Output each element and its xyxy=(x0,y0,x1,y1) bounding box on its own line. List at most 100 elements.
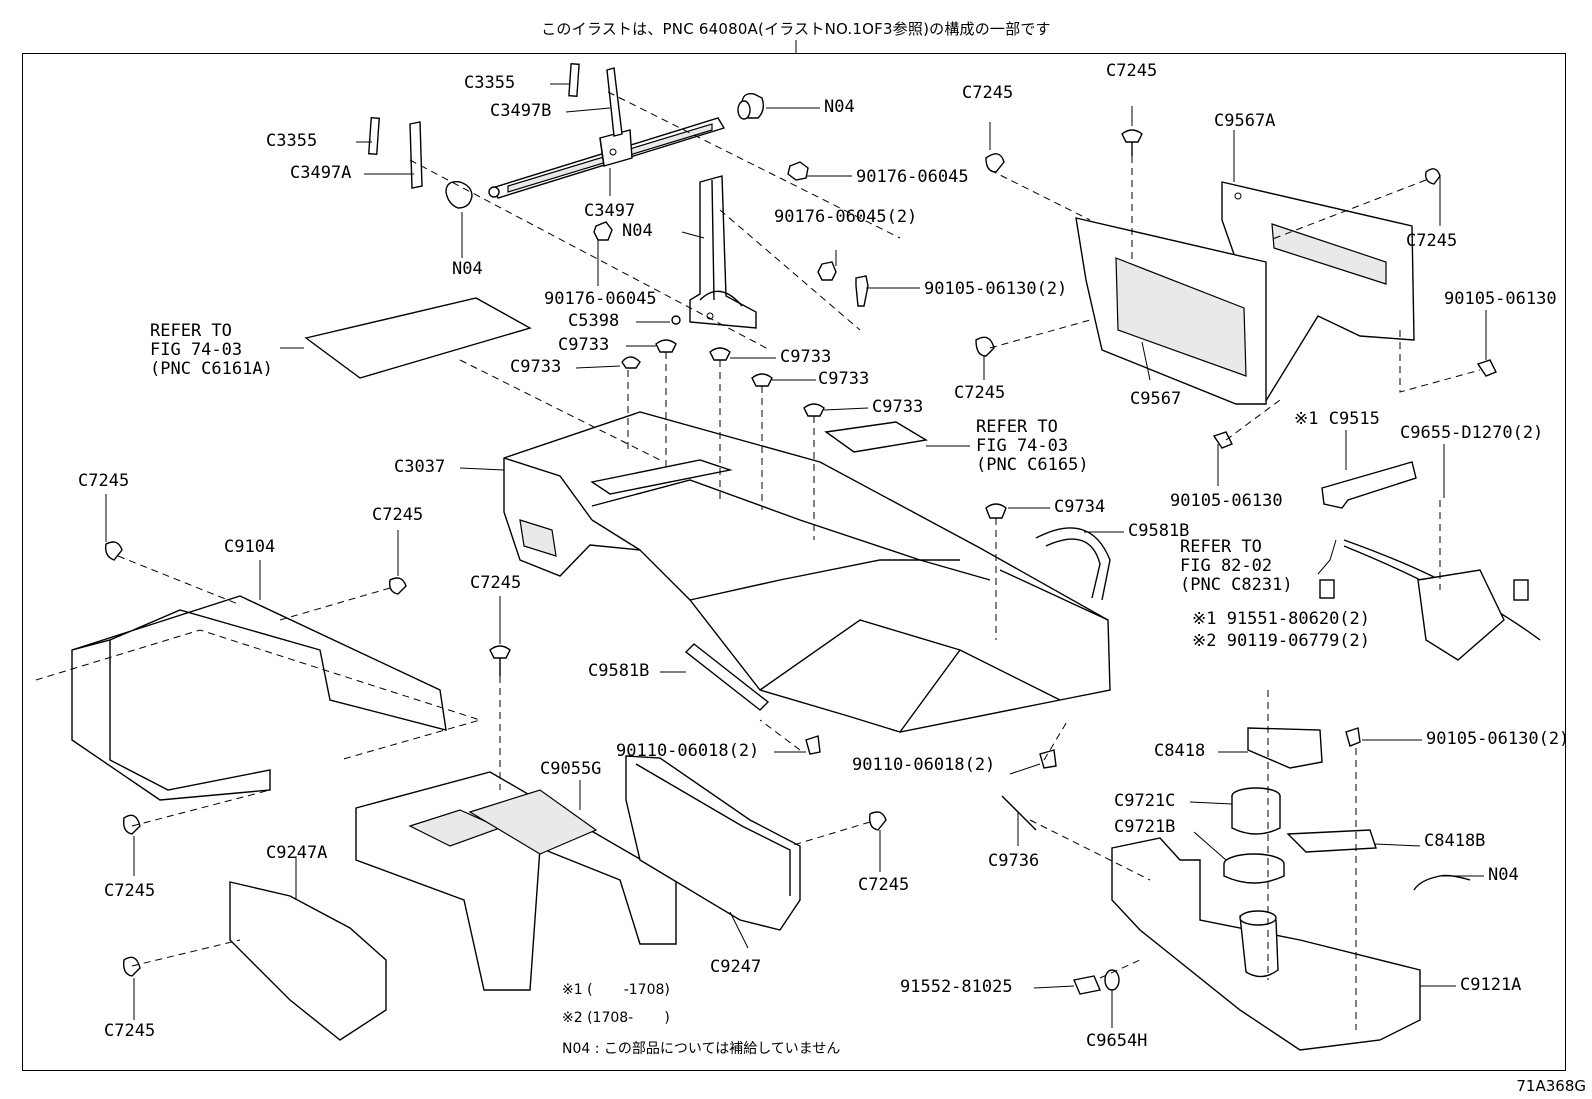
label-90176-06045-c: 90176-06045 xyxy=(544,289,657,309)
label-c9736: C9736 xyxy=(988,851,1040,871)
bolt-91552 xyxy=(1073,975,1101,995)
tube-c9581b-a xyxy=(1035,527,1111,601)
label-90110-06018-b: 90110-06018(2) xyxy=(852,755,996,775)
label-n04-d: N04 xyxy=(1488,865,1519,885)
mat-c6165 xyxy=(824,421,928,453)
bushing-c9721c xyxy=(1231,787,1281,835)
console-body-c3037 xyxy=(503,411,1111,733)
label-c9721c: C9721C xyxy=(1114,791,1176,811)
bumper-n04-b xyxy=(445,181,473,209)
label-90176-06045-a: 90176-06045 xyxy=(856,167,969,187)
nut-90176-c xyxy=(593,221,613,241)
nut-90176-a xyxy=(787,161,809,181)
bolt-90105-d xyxy=(1345,727,1361,747)
label-c3037: C3037 xyxy=(394,457,446,477)
label-c9733-a: C9733 xyxy=(558,335,610,355)
label-n04-b: N04 xyxy=(452,259,483,279)
wiring-harness-c8231 xyxy=(1319,539,1541,661)
panel-c9104 xyxy=(71,595,447,801)
bolt-90105-a xyxy=(855,275,869,307)
shim-c3355-a xyxy=(568,63,580,97)
label-90105-06130-d: 90105-06130(2) xyxy=(1426,729,1570,749)
shim-c3355-b xyxy=(368,117,380,155)
label-c7245-h: C7245 xyxy=(104,881,156,901)
footnote-2: ※2 (1708- ) xyxy=(562,1010,670,1026)
bracket-assembly-c3497 xyxy=(488,117,726,199)
hose-n04-d xyxy=(1413,874,1471,891)
washer-c5398 xyxy=(671,315,681,325)
label-c9247a: C9247A xyxy=(266,843,328,863)
label-90105-06130-a: 90105-06130(2) xyxy=(924,279,1068,299)
label-91552-81025: 91552-81025 xyxy=(900,977,1013,997)
bushing-c9721b xyxy=(1223,853,1285,884)
label-c9654h: C9654H xyxy=(1086,1031,1148,1051)
clip-c9734 xyxy=(985,503,1007,519)
panel-c9247 xyxy=(625,755,801,931)
label-c9567a: C9567A xyxy=(1214,111,1276,131)
label-c3355-b: C3355 xyxy=(266,131,318,151)
assembly-guide-lines xyxy=(35,91,1481,1030)
illustration-caption: このイラストは、PNC 64080A(イラストNO.1OF3参照)の構成の一部で… xyxy=(541,20,1051,38)
mat-c6161a xyxy=(304,297,532,379)
panel-c9247a xyxy=(229,881,387,1041)
leader-lines xyxy=(105,83,1487,1028)
label-c7245-e: C7245 xyxy=(78,471,130,491)
tube-c9581b-b xyxy=(684,643,770,711)
bracket-c9515 xyxy=(1321,461,1417,509)
label-90119-06779: ※2 90119-06779(2) xyxy=(1192,631,1371,651)
label-c7245-g: C7245 xyxy=(470,573,522,593)
label-91551-80620: ※1 91551-80620(2) xyxy=(1192,609,1371,629)
footnote-n04: N04 : この部品については補給していません xyxy=(562,1041,841,1057)
label-c9121a: C9121A xyxy=(1460,975,1522,995)
bracket-c8418 xyxy=(1247,727,1323,769)
bumper-n04-a xyxy=(737,93,765,120)
panel-c9567 xyxy=(1075,217,1267,405)
label-c9247: C9247 xyxy=(710,957,762,977)
label-c9655-d1270: C9655-D1270(2) xyxy=(1400,423,1544,443)
label-c3355-a: C3355 xyxy=(464,73,516,93)
label-c9567: C9567 xyxy=(1130,389,1182,409)
label-c9721b: C9721B xyxy=(1114,817,1176,837)
label-c9581b-a: C9581B xyxy=(1128,521,1190,541)
label-n04-c: N04 xyxy=(622,221,653,241)
label-90176-06045-b: 90176-06045(2) xyxy=(774,207,918,227)
label-90110-06018-a: 90110-06018(2) xyxy=(616,741,760,761)
label-90105-06130-b: 90105-06130 xyxy=(1444,289,1557,309)
label-c7245-i: C7245 xyxy=(858,875,910,895)
label-n04-a: N04 xyxy=(824,97,855,117)
label-c9733-b: C9733 xyxy=(510,357,562,377)
label-c9104: C9104 xyxy=(224,537,276,557)
label-90105-06130-c: 90105-06130 xyxy=(1170,491,1283,511)
bolt-90105-c xyxy=(1212,431,1233,449)
label-c7245-f: C7245 xyxy=(372,505,424,525)
label-c7245-c: C7245 xyxy=(1406,231,1458,251)
panel-c9567a xyxy=(1221,181,1415,405)
clips-c7245 xyxy=(104,129,1441,977)
label-c7245-b: C7245 xyxy=(1106,61,1158,81)
diagram-frame xyxy=(22,53,1566,1071)
footnote-1: ※1 ( -1708) xyxy=(562,982,670,998)
label-c3497b: C3497B xyxy=(490,101,552,121)
label-c8418b: C8418B xyxy=(1424,831,1486,851)
label-c9734: C9734 xyxy=(1054,497,1106,517)
label-c9515: ※1 C9515 xyxy=(1294,409,1380,429)
label-c3497: C3497 xyxy=(584,201,636,221)
label-refer-fig-74-03-a: REFER TO FIG 74-03 (PNC C6161A) xyxy=(150,321,273,379)
bolt-90105-b xyxy=(1476,359,1497,377)
label-c8418: C8418 xyxy=(1154,741,1206,761)
strap-c3497b xyxy=(606,67,623,137)
strap-c3497a xyxy=(409,121,423,189)
nut-90176-b xyxy=(817,261,837,281)
label-c9733-d: C9733 xyxy=(818,369,870,389)
label-refer-fig-74-03-b: REFER TO FIG 74-03 (PNC C6165) xyxy=(976,417,1089,475)
label-c9055g: C9055G xyxy=(540,759,602,779)
label-c9733-c: C9733 xyxy=(780,347,832,367)
bolt-90110-b xyxy=(1039,749,1057,769)
illustration-code: 71A368G xyxy=(1516,1077,1586,1095)
bracket-c8418b xyxy=(1286,829,1377,853)
label-c7245-d: C7245 xyxy=(954,383,1006,403)
clips-c9733 xyxy=(621,339,825,417)
label-refer-fig-82-02: REFER TO FIG 82-02 (PNC C8231) xyxy=(1180,537,1293,595)
label-c5398: C5398 xyxy=(568,311,620,331)
